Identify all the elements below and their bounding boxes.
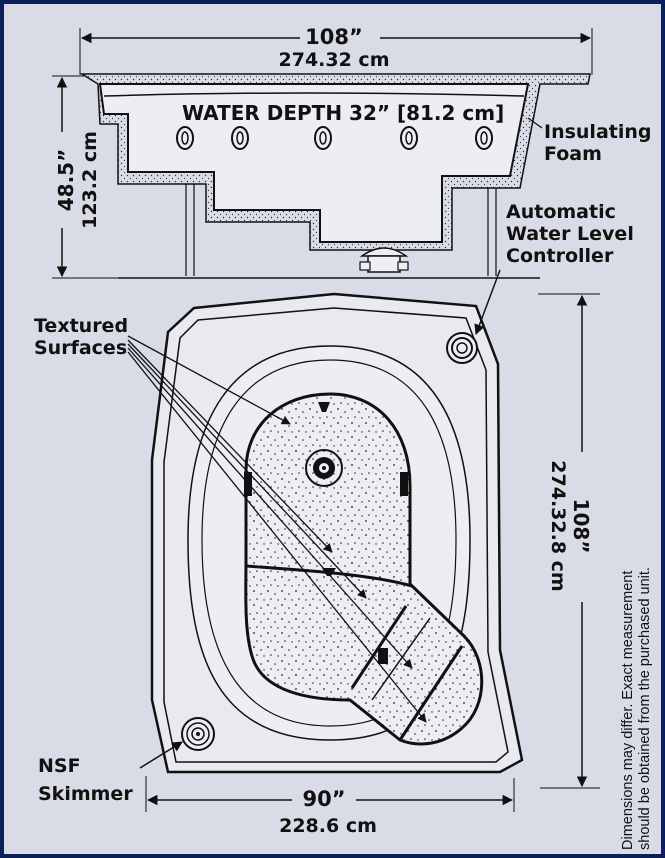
skimmer-icon [181, 717, 215, 751]
plan-length-cm: 274.32.8 cm [547, 460, 569, 591]
plan-width-cm: 228.6 cm [279, 815, 377, 837]
textured-surfaces-label: Textured Surfaces [34, 315, 135, 359]
textured-surfaces-pointers [127, 335, 427, 723]
cross-section: 108” 274.32 cm WATER DEPTH 32” [81.2 cm] [50, 24, 658, 279]
disclaimer-note: Dimensions may differ. Exact measurement… [620, 567, 653, 850]
inner-rim [163, 307, 509, 763]
section-width-cm: 274.32 cm [279, 49, 390, 71]
support-legs [185, 184, 497, 276]
plan-view: Textured Surfaces 108” 274.32.8 cm 90” 2… [34, 269, 618, 837]
drain-icon [359, 247, 409, 273]
section-height-in: 48.5” [54, 149, 78, 212]
spa-diagram: 108” 274.32 cm WATER DEPTH 32” [81.2 cm] [34, 24, 658, 850]
water-level-controller-label: Automatic Water Level Controller [506, 201, 640, 267]
section-width-in: 108” [305, 25, 363, 49]
water-depth-label: WATER DEPTH 32” [81.2 cm] [182, 101, 504, 125]
tub-interior [98, 83, 530, 243]
nsf-skimmer-label: NSF Skimmer [38, 755, 133, 805]
controller-icon [446, 332, 478, 364]
plan-width-in: 90” [302, 787, 345, 811]
water-line [103, 92, 525, 97]
section-height-cm: 123.2 cm [79, 131, 101, 229]
drain-icon [305, 449, 343, 487]
plan-length-in: 108” [569, 499, 593, 554]
insulating-foam-label: Insulating Foam [544, 121, 658, 165]
diagram-frame: 108” 274.32 cm WATER DEPTH 32” [81.2 cm] [4, 4, 661, 854]
step-edge [245, 564, 413, 588]
jet-icon [176, 126, 493, 150]
